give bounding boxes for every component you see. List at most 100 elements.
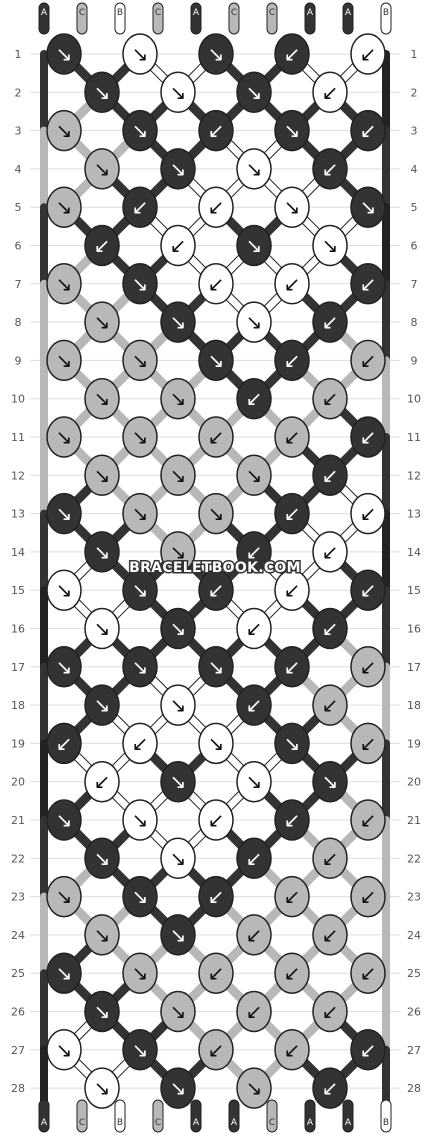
knot: ↘ — [46, 952, 82, 994]
strand-end — [190, 1099, 202, 1133]
knot: ↘ — [160, 914, 196, 956]
row-number-left: 14 — [11, 546, 25, 559]
knot: ↙ — [350, 33, 386, 75]
knot: ↘ — [84, 837, 120, 880]
arrow-down-right-icon: ↘ — [56, 119, 73, 143]
knot: ↙ — [350, 109, 386, 152]
knot: ↘ — [160, 760, 196, 803]
row-number-left: 22 — [11, 852, 25, 865]
knot: ↘ — [160, 454, 196, 497]
knot-oval — [84, 454, 120, 497]
arrow-down-left-icon: ↙ — [360, 1038, 377, 1062]
knot-oval — [160, 531, 196, 573]
knot-oval — [274, 339, 310, 382]
arrow-down-left-icon: ↙ — [322, 1000, 339, 1024]
knot-oval — [274, 186, 310, 228]
arrow-down-left-icon: ↙ — [284, 578, 301, 602]
knot: ↘ — [46, 799, 82, 841]
row-number-left: 15 — [11, 584, 25, 597]
knot: ↘ — [46, 875, 82, 918]
knot: ↙ — [350, 799, 386, 841]
strand-label: C — [155, 1118, 161, 1128]
knot-oval — [350, 109, 386, 152]
row-number-left: 20 — [11, 776, 25, 789]
arrow-down-right-icon: ↘ — [208, 348, 225, 372]
knot-oval — [312, 377, 348, 420]
knot: ↘ — [46, 263, 82, 305]
knot: ↙ — [122, 186, 158, 228]
arrow-down-right-icon: ↘ — [94, 80, 111, 104]
arrow-down-right-icon: ↘ — [246, 234, 263, 258]
knot: ↘ — [84, 454, 120, 497]
arrow-down-left-icon: ↙ — [360, 655, 377, 679]
knot: ↘ — [236, 1067, 272, 1109]
knot-oval — [236, 914, 272, 956]
arrow-down-right-icon: ↘ — [94, 463, 111, 487]
knot-oval — [46, 1029, 82, 1071]
arrow-down-left-icon: ↙ — [360, 348, 377, 372]
arrow-down-right-icon: ↘ — [94, 923, 111, 947]
row-number-right: 17 — [407, 661, 421, 674]
arrow-down-left-icon: ↙ — [284, 272, 301, 296]
knot-oval — [84, 990, 120, 1033]
knot-oval — [84, 377, 120, 420]
knot: ↙ — [198, 952, 234, 994]
knot-oval — [160, 990, 196, 1033]
knot: ↙ — [350, 1029, 386, 1071]
knot-oval — [198, 339, 234, 382]
knot-oval — [122, 109, 158, 152]
knot: ↘ — [160, 71, 196, 114]
knot-oval — [274, 109, 310, 152]
knot: ↙ — [274, 339, 310, 382]
knot-oval — [312, 224, 348, 267]
arrow-down-right-icon: ↘ — [132, 1038, 149, 1062]
arrow-down-right-icon: ↘ — [56, 808, 73, 832]
knot: ↙ — [350, 952, 386, 994]
arrow-down-left-icon: ↙ — [360, 425, 377, 449]
knot-oval — [312, 1067, 348, 1109]
knot-oval — [46, 722, 82, 765]
knot: ↘ — [84, 531, 120, 573]
knot: ↘ — [122, 952, 158, 994]
arrow-down-right-icon: ↘ — [94, 310, 111, 334]
knot: ↙ — [198, 263, 234, 305]
arrow-down-right-icon: ↘ — [56, 961, 73, 985]
arrow-down-right-icon: ↘ — [170, 80, 187, 104]
arrow-down-left-icon: ↙ — [360, 272, 377, 296]
knot: ↘ — [160, 837, 196, 880]
arrow-down-right-icon: ↘ — [246, 770, 263, 794]
strand-end — [190, 2, 202, 35]
arrow-down-right-icon: ↘ — [56, 195, 73, 219]
arrow-down-right-icon: ↘ — [132, 425, 149, 449]
arrow-down-left-icon: ↙ — [360, 119, 377, 143]
arrow-down-right-icon: ↘ — [170, 463, 187, 487]
knot: ↘ — [274, 109, 310, 152]
knot: ↘ — [160, 1067, 196, 1109]
knot-oval — [236, 607, 272, 650]
row-number-left: 23 — [11, 891, 25, 904]
knot: ↙ — [274, 416, 310, 458]
knot-oval — [236, 454, 272, 497]
knot-oval — [198, 186, 234, 228]
knot: ↙ — [312, 684, 348, 726]
arrow-down-right-icon: ↘ — [284, 119, 301, 143]
row-number-right: 28 — [407, 1082, 421, 1095]
arrow-down-right-icon: ↘ — [132, 808, 149, 832]
knot: ↘ — [122, 33, 158, 75]
arrow-down-right-icon: ↘ — [170, 770, 187, 794]
row-number-right: 6 — [411, 240, 418, 253]
row-number-right: 7 — [411, 278, 418, 291]
arrow-down-left-icon: ↙ — [132, 731, 149, 755]
knot: ↙ — [312, 914, 348, 956]
knot: ↙ — [84, 224, 120, 267]
arrow-down-right-icon: ↘ — [56, 272, 73, 296]
knot-oval — [160, 837, 196, 880]
row-number-right: 27 — [407, 1044, 421, 1057]
knot: ↙ — [274, 1029, 310, 1071]
knot: ↘ — [236, 224, 272, 267]
knot: ↘ — [236, 148, 272, 190]
knot: ↘ — [84, 148, 120, 190]
arrow-down-left-icon: ↙ — [322, 310, 339, 334]
arrow-down-right-icon: ↘ — [246, 463, 263, 487]
knot-oval — [198, 875, 234, 918]
